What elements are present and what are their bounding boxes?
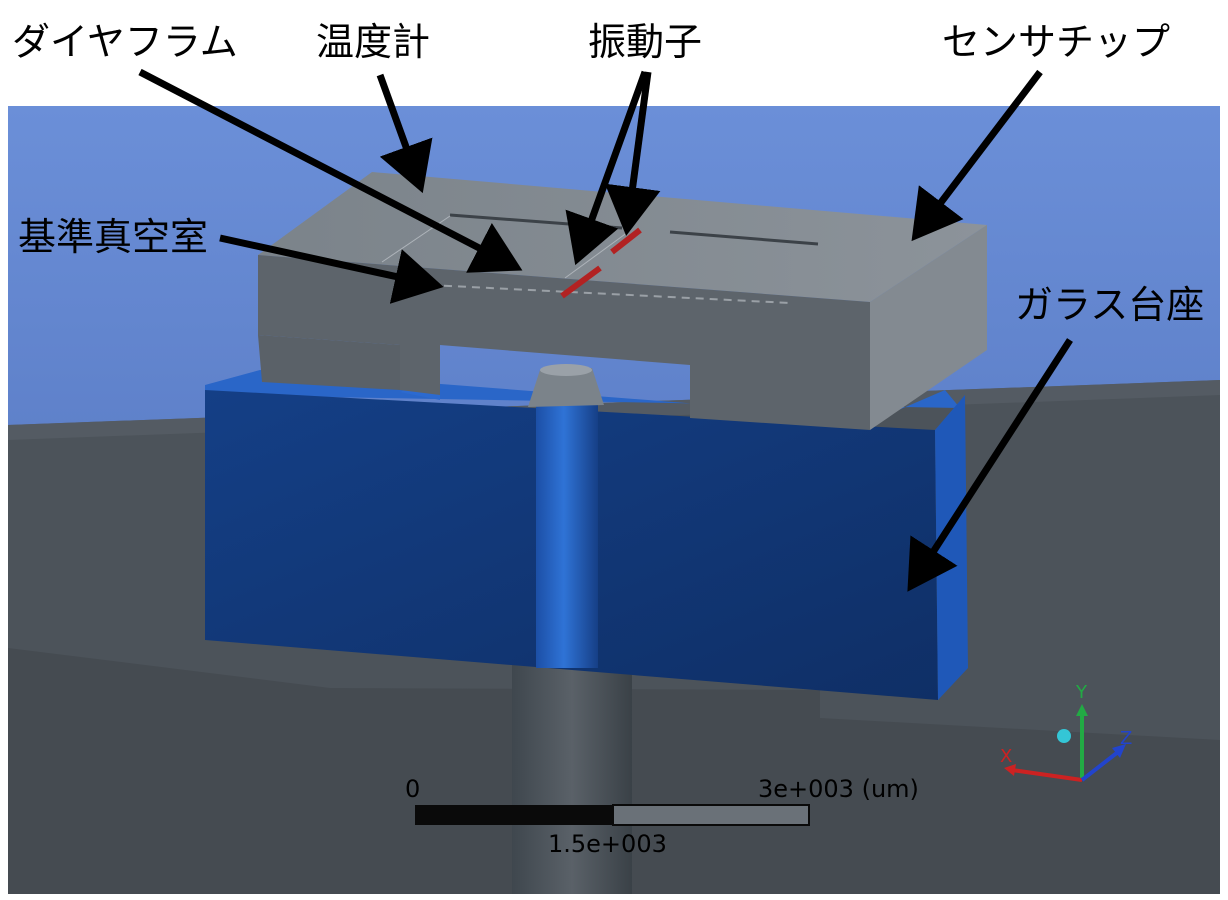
arrow-resonator-b — [604, 71, 661, 236]
axis-z-line — [1080, 750, 1120, 782]
chip-right-face — [870, 225, 987, 430]
arrow-reference-vacuum — [219, 234, 444, 304]
axis-x-head — [1004, 764, 1016, 776]
stem — [512, 660, 632, 894]
label-reference-vacuum: 基準真空室 — [18, 215, 208, 259]
axis-origin-sphere — [1057, 729, 1071, 743]
callouts: ダイヤフラム 温度計 振動子 センサチップ 基準真空室 ガラス台座 — [12, 20, 1204, 327]
chip-left-leg — [258, 335, 400, 390]
axis-z-head — [1112, 744, 1126, 758]
label-sensor-chip: センサチップ — [942, 20, 1170, 64]
chip-top-face — [258, 172, 987, 302]
center-boss — [528, 368, 604, 407]
axis-x-label: X — [1000, 746, 1012, 767]
center-boss-top — [540, 364, 592, 376]
label-diaphragm: ダイヤフラム — [12, 20, 238, 64]
scale-bar-dark — [415, 805, 613, 825]
callout-arrows — [138, 68, 1073, 592]
label-glass-pedestal: ガラス台座 — [1015, 283, 1204, 327]
arrow-diaphragm — [138, 68, 523, 273]
axis-triad: Y X Z — [1000, 682, 1132, 782]
label-resonator: 振動子 — [588, 20, 702, 64]
vacuum-dash — [429, 284, 791, 304]
arrow-resonator-a — [565, 70, 649, 266]
arrow-thermometer — [376, 73, 433, 194]
scale-bar-light — [612, 804, 810, 826]
axis-y-label: Y — [1075, 682, 1088, 703]
scale-label-right: 3e+003 (um) — [758, 775, 919, 803]
scale-label-mid: 1.5e+003 — [548, 830, 667, 858]
axis-x-line — [1011, 768, 1083, 782]
groove-right — [669, 230, 819, 246]
arrow-glass-pedestal — [907, 338, 1073, 592]
arrow-sensor-chip — [911, 69, 1043, 242]
axis-y-head — [1076, 704, 1088, 716]
scale-label-left: 0 — [405, 775, 420, 803]
axis-z-label: Z — [1120, 728, 1132, 749]
scale-bar: 0 3e+003 (um) 1.5e+003 — [405, 775, 919, 858]
resonator-1 — [560, 265, 602, 299]
label-thermometer: 温度計 — [316, 20, 430, 64]
center-pillar — [536, 398, 598, 668]
